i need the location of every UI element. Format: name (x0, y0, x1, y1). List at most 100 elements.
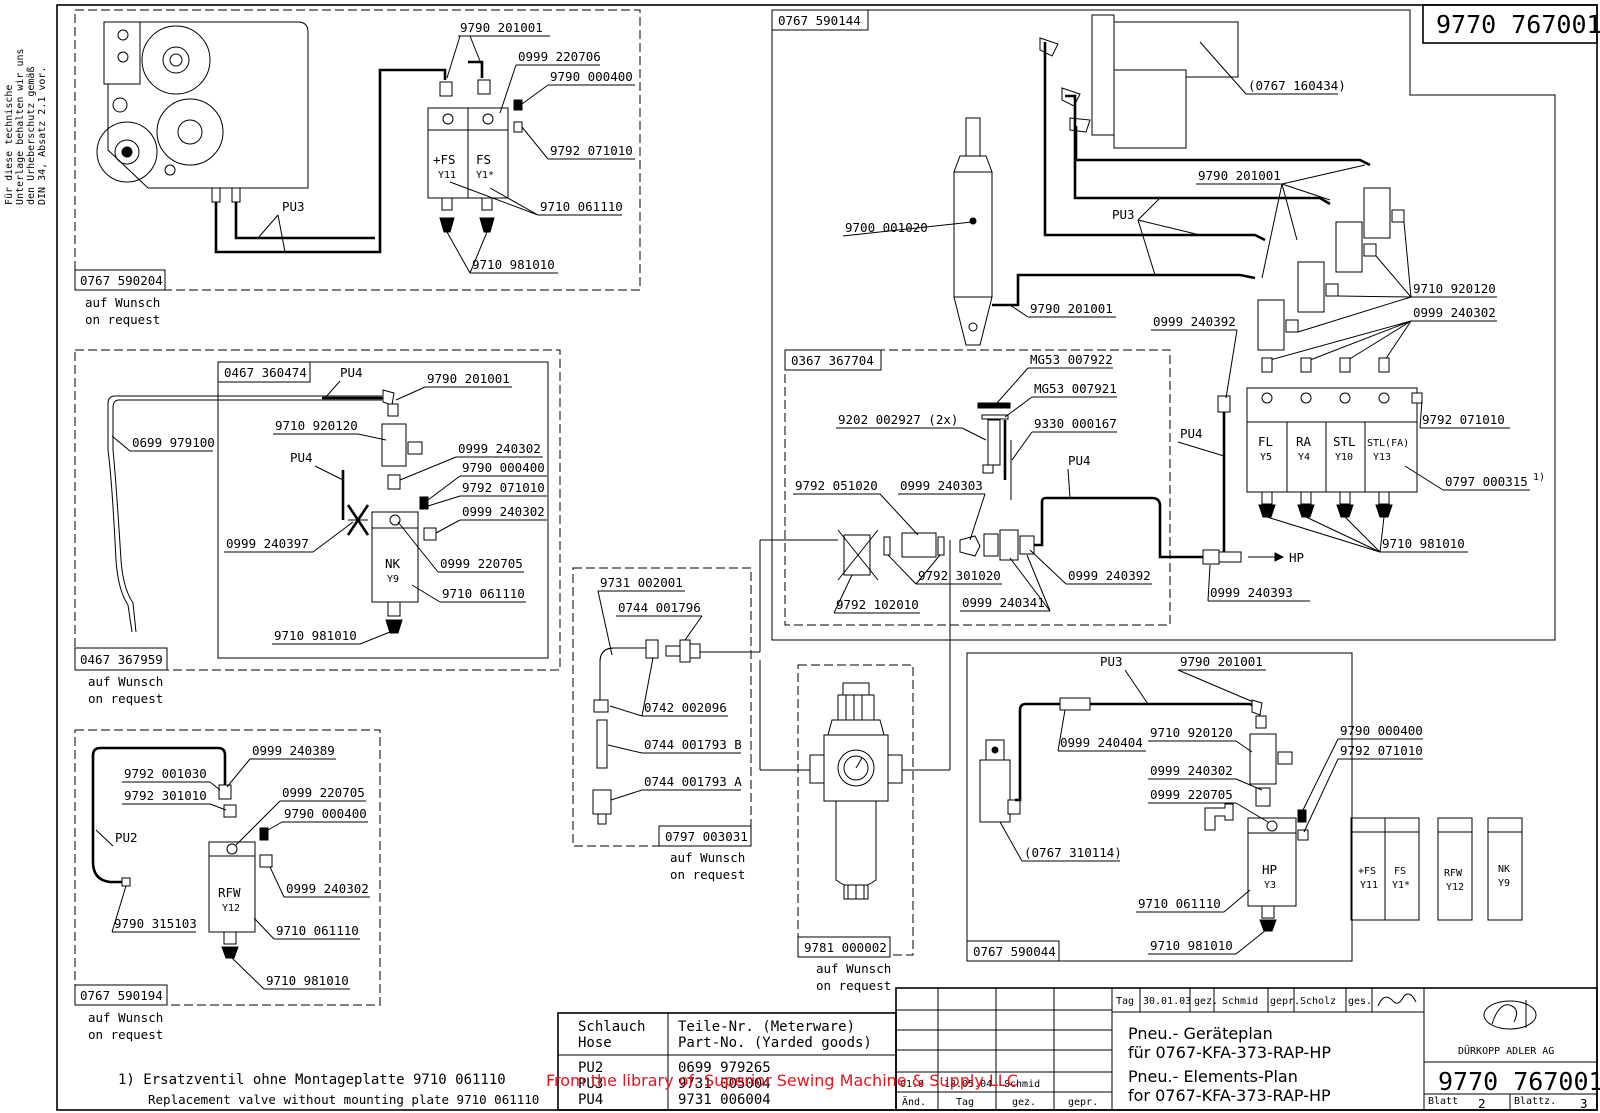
box-label-590204: 0767 590204 (80, 273, 163, 288)
svg-text:Teile-Nr. (Meterware): Teile-Nr. (Meterware) (678, 1019, 855, 1035)
svg-text:den Urheberschutz gemäß: den Urheberschutz gemäß (26, 67, 37, 205)
label-pu3-bottom: PU3 (1100, 654, 1123, 669)
label-pu4-right: PU4 (1180, 426, 1203, 441)
label-9792-051020: 9792 051020 (795, 478, 878, 493)
footnote-de: 1) Ersatzventil ohne Montageplatte 9710 … (118, 1072, 506, 1088)
box-label-367704: 0367 367704 (791, 353, 874, 368)
label-pu3-right: PU3 (1112, 207, 1135, 222)
label-0999-240404: 0999 240404 (1060, 735, 1143, 750)
revision-date: 18.05.04 (944, 1079, 992, 1090)
hose-table: Schlauch Hose Teile-Nr. (Meterware) Part… (557, 1012, 897, 1111)
drawing-number-top: 9770 767001 (1436, 10, 1600, 39)
valve-label-plus-fs: +FS (433, 152, 456, 167)
label-0744-001793-b: 0744 001793 B (644, 737, 742, 752)
sheet-number: 2 (1478, 1096, 1486, 1111)
box-0767-590194 (74, 729, 381, 1006)
label-9792-102010: 9792 102010 (836, 597, 919, 612)
label-0999-220705-b: 0999 220705 (1150, 787, 1233, 802)
svg-text:Blattz.: Blattz. (1514, 1096, 1556, 1107)
label-9790-201001-a: 9790 201001 (460, 20, 543, 35)
label-9710-061110-d: 9710 061110 (276, 923, 359, 938)
hose-row-1: PU2 (578, 1060, 603, 1076)
svg-text:ges.: ges. (1348, 996, 1372, 1007)
cylinder-0767-310114 (979, 739, 1021, 823)
label-9710-981010-c: 9710 981010 (274, 628, 357, 643)
library-watermark: From the library of: Superior Sewing Mac… (546, 1071, 1018, 1090)
box-0767-590044 (966, 652, 1353, 962)
footnote-en: Replacement valve without mounting plate… (148, 1092, 539, 1107)
svg-text:Schlauch: Schlauch (578, 1019, 645, 1035)
revision-index: 01.0 (900, 1079, 924, 1090)
box-label-590144: 0767 590144 (778, 13, 861, 28)
label-0744-001793-a: 0744 001793 A (644, 774, 742, 789)
valve-label-nk: NK (385, 556, 401, 571)
svg-text:gez.: gez. (1194, 996, 1218, 1007)
box-0767-590204 (74, 9, 641, 291)
label-9792-071010-d: 9792 071010 (1340, 743, 1423, 758)
box-label-590194: 0767 590194 (80, 988, 163, 1003)
label-0999-240302-c: 0999 240302 (462, 504, 545, 519)
request-note-5b: on request (88, 1027, 163, 1042)
label-9710-981010-b: 9710 981010 (1382, 536, 1465, 551)
svg-text:Tag: Tag (1116, 996, 1134, 1007)
valve-symbol-legend: +FS Y11 FS Y1* RFW Y12 NK Y9 (1350, 817, 1523, 921)
svg-text:Y13: Y13 (1373, 452, 1391, 463)
svg-text:Y4: Y4 (1298, 452, 1310, 463)
svg-text:DIN 34, Absatz 2.1 vor.: DIN 34, Absatz 2.1 vor. (37, 67, 48, 205)
label-0767-310114: (0767 310114) (1024, 845, 1122, 860)
valve-label-ra: RA (1296, 434, 1312, 449)
company-name: DÜRKOPP ADLER AG (1458, 1044, 1554, 1057)
label-9792-301020: 9792 301020 (918, 568, 1001, 583)
label-9710-061110-b: 9710 061110 (442, 586, 525, 601)
title-de-1: Pneu.- Geräteplan (1128, 1024, 1273, 1043)
legend-nk: NK (1498, 864, 1510, 875)
copyright-side-note: Für diese technische Unterlage behalten … (4, 48, 48, 205)
valve-assembly-nk: NK Y9 (346, 389, 437, 634)
valve-label-stl-fa: STL(FA) (1367, 438, 1409, 449)
request-note-2a: auf Wunsch (88, 674, 163, 689)
label-0999-240397: 0999 240397 (226, 536, 309, 551)
label-9790-000400-c: 9790 000400 (1340, 723, 1423, 738)
legend-plus-fs: +FS (1358, 866, 1376, 877)
valve-block-fs: +FS Y11 FS Y1* (427, 79, 523, 233)
label-0742-002096: 0742 002096 (644, 700, 727, 715)
label-0999-240389: 0999 240389 (252, 743, 335, 758)
svg-text:Hose: Hose (578, 1035, 612, 1051)
label-pu4-mid: PU4 (340, 365, 363, 380)
label-0999-240341: 0999 240341 (962, 595, 1045, 610)
svg-text:Y11: Y11 (438, 170, 456, 181)
svg-text:1): 1) (1533, 472, 1545, 483)
request-note-4b: on request (816, 978, 891, 993)
label-9792-071010-c: 9792 071010 (462, 480, 545, 495)
label-0999-240392-b: 0999 240392 (1068, 568, 1151, 583)
svg-text:Für diese technische: Für diese technische (4, 85, 15, 205)
box-label-003031: 0797 003031 (665, 829, 748, 844)
drawing-number-box (1422, 4, 1598, 44)
svg-text:Blatt: Blatt (1428, 1096, 1458, 1107)
label-9700-001020: 9700 001020 (845, 220, 928, 235)
box-label-367959: 0467 367959 (80, 652, 163, 667)
valve-label-hp: HP (1262, 862, 1277, 877)
box-0367-367704 (784, 349, 1171, 626)
label-9790-201001-b: 9790 201001 (1198, 168, 1281, 183)
label-9710-981010-a: 9710 981010 (472, 257, 555, 272)
slide-unit-0767-160434 (1039, 14, 1239, 149)
label-pu4-nk: PU4 (290, 450, 313, 465)
svg-text:Y1*: Y1* (1392, 880, 1410, 891)
request-note-1b: on request (85, 312, 160, 327)
svg-text:Y11: Y11 (1360, 880, 1378, 891)
label-0999-220705-c: 0999 220705 (282, 785, 365, 800)
label-pu4-inner: PU4 (1068, 453, 1091, 468)
box-0797-003031 (572, 567, 752, 847)
box-label-590044: 0767 590044 (973, 944, 1056, 959)
svg-text:gez.: gez. (1012, 1097, 1036, 1108)
svg-text:Y12: Y12 (1446, 882, 1464, 893)
label-9792-071010-a: 9792 071010 (550, 143, 633, 158)
label-9792-071010-b: 9792 071010 (1422, 412, 1505, 427)
svg-text:gepr.: gepr. (1068, 1097, 1098, 1108)
request-note-5a: auf Wunsch (88, 1010, 163, 1025)
valve-label-fs: FS (476, 152, 491, 167)
sheet-count: 3 (1580, 1096, 1588, 1111)
svg-text:9731 006004: 9731 006004 (678, 1092, 771, 1108)
